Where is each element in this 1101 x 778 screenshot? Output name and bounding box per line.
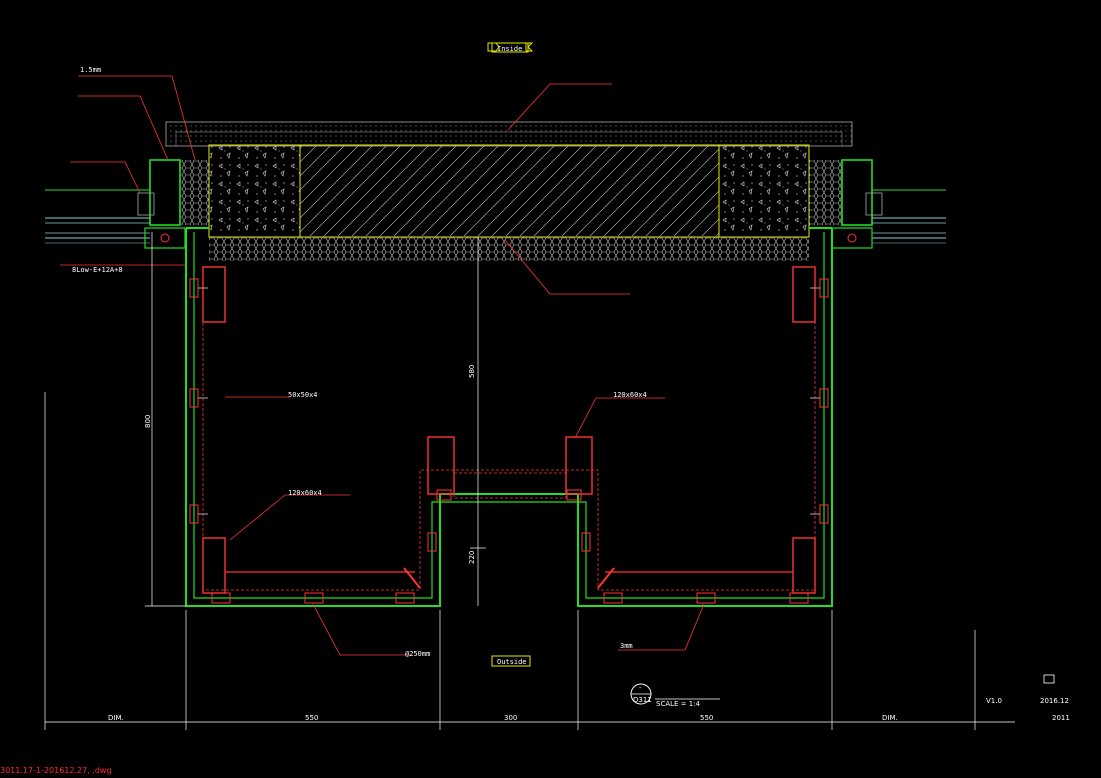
steel-frame [202,266,816,594]
insulation [180,160,842,261]
title-block-date: 2016.12 [1040,697,1069,705]
dim-220: 220 [468,551,476,564]
note-tube-50: 50x50x4 [288,391,318,399]
dim-bottom-2: 300 [504,714,517,722]
outside-label: Outside [497,658,527,666]
note-3mm: 3mm [620,642,633,650]
brackets [189,278,829,604]
detail-bubble [630,683,720,705]
detail-scale: SCALE = 1:4 [656,700,701,708]
window-frame-right [831,159,946,249]
note-top-left: 1.5mm [80,66,101,74]
title-block-version: V1.0 [986,697,1002,705]
inside-label: Inside [497,45,522,53]
window-frame-left [45,159,186,249]
section-tags [487,42,534,667]
dim-bottom-3: 550 [700,714,713,722]
dimension-lines [44,232,1015,730]
note-glass: 8Low-E+12A+8 [72,266,123,274]
note-bolt: @250mm [405,650,430,658]
dim-bottom-0: DIM. [108,714,124,722]
cladding-outline [185,227,833,607]
core-block [208,144,810,238]
detail-sheet: D311 [633,696,652,704]
dim-bottom-4: DIM. [882,714,898,722]
note-tube-120-left: 120x60x4 [288,489,322,497]
title-block-code: 2011 [1052,714,1070,722]
top-cap [165,121,853,147]
dim-bottom-1: 550 [305,714,318,722]
detail-number: - [639,684,642,692]
status-bar-file-path: 3011.17-1-201612.27, .dwg [0,766,112,775]
title-block-logo [1043,674,1055,684]
leader-lines [60,75,705,656]
dim-580: 580 [468,365,476,378]
note-tube-120-right: 120x60x4 [613,391,647,399]
dim-800: 800 [144,415,152,428]
